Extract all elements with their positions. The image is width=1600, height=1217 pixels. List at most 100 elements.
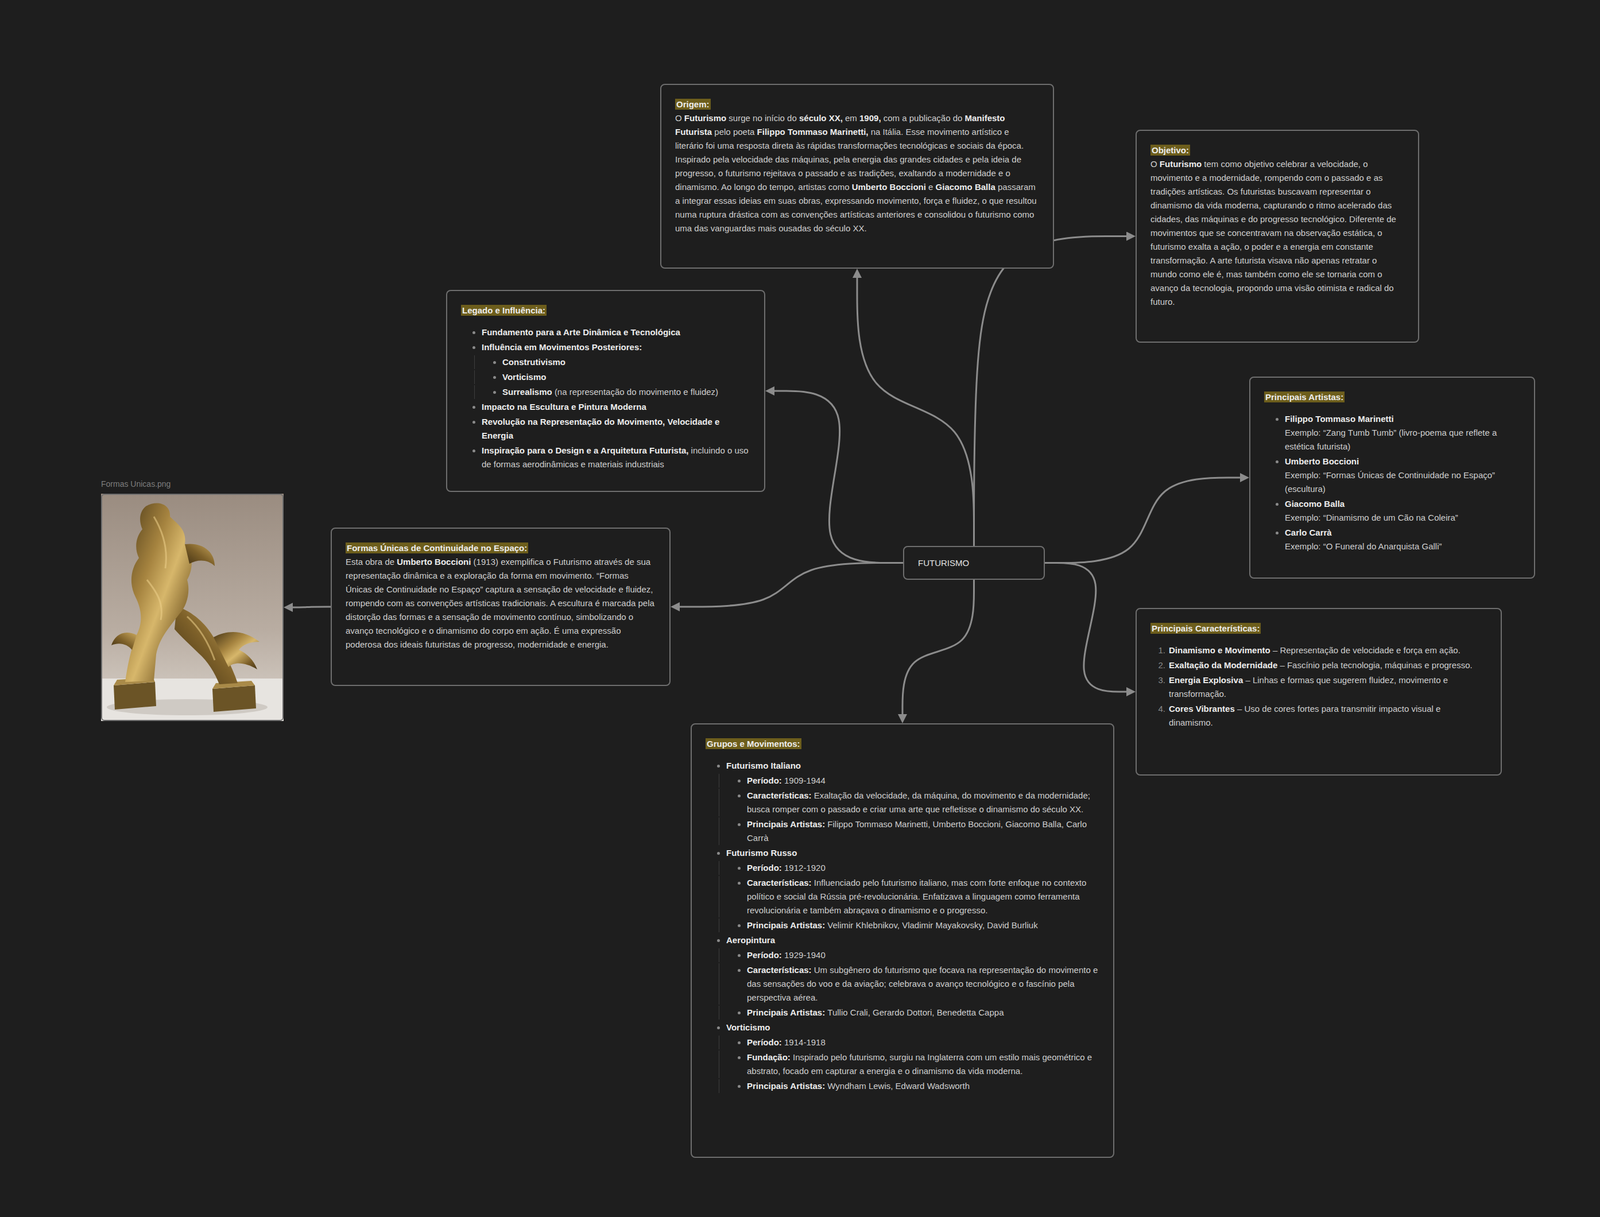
word: de — [1011, 154, 1022, 165]
row-num: 3.Energia Explosiva – Linhas e formas qu… — [1150, 673, 1487, 701]
word: progresso — [1260, 214, 1301, 224]
word: que — [1316, 675, 1334, 685]
word: reflete — [1465, 427, 1493, 438]
word: movimento — [493, 611, 539, 622]
word: Wadsworth — [927, 1081, 970, 1091]
word: 4. — [1157, 703, 1166, 714]
word: Filippo — [827, 819, 855, 829]
word: com — [802, 804, 821, 815]
word: das — [746, 978, 763, 989]
pedestal — [113, 682, 157, 710]
word: Energia — [481, 430, 514, 441]
word: visual — [1411, 703, 1436, 714]
word: Uso — [1244, 703, 1262, 714]
word: artísticas — [465, 598, 502, 608]
word: rápidas — [807, 140, 838, 151]
word: das — [694, 223, 711, 234]
word: pela — [1058, 978, 1075, 989]
word: Artistas: — [789, 1081, 828, 1091]
word: Filippo — [1284, 413, 1316, 424]
word: Khlebnikov, — [855, 920, 903, 931]
row-li: Principais Artistas: Filippo Tommaso Mar… — [705, 817, 1100, 846]
word: Cappa — [978, 1007, 1004, 1018]
word: de — [384, 556, 397, 567]
word: industriais — [625, 459, 665, 470]
connector — [289, 606, 331, 608]
word: época. — [997, 140, 1024, 151]
node-heading: Legado e Influência: — [460, 304, 547, 316]
word: Período: — [746, 1037, 785, 1048]
word: transformação. — [1168, 688, 1227, 699]
row-sub: Exemplo: “Formas Únicas de Continuidade … — [1264, 468, 1521, 497]
word: na — [1284, 227, 1297, 238]
word: moderna, — [1224, 200, 1264, 211]
row-li: Fundação: Inspirado pelo futurismo, surg… — [705, 1050, 1100, 1079]
word: focava — [939, 965, 967, 975]
word: O — [1150, 159, 1160, 169]
word: acelerado — [1337, 200, 1378, 211]
word: Representação — [1279, 645, 1341, 656]
word: passado — [827, 804, 863, 815]
word: tradições — [1150, 186, 1188, 197]
row-li: Fundamento para a Arte Dinâmica e Tecnol… — [460, 325, 751, 340]
word: Inspirado — [792, 1052, 831, 1063]
word: que — [989, 195, 1006, 206]
word: artísticas — [839, 209, 877, 220]
word: publicação — [909, 113, 953, 123]
word: pela — [638, 598, 655, 608]
word: captura — [485, 584, 517, 595]
word: um — [1383, 512, 1398, 523]
row-sub: Exemplo: “Zang Tumb Tumb” (livro-poema q… — [1264, 425, 1521, 454]
word: da — [955, 1066, 968, 1076]
sculpture-flap — [184, 543, 215, 567]
word: Enfatizava — [922, 891, 966, 902]
list-item: Período: 1912-1920 — [746, 862, 826, 873]
word: dos — [384, 639, 401, 650]
word: objetivo — [1244, 159, 1277, 169]
word: e — [776, 891, 785, 902]
word: movimentos — [1150, 227, 1200, 238]
word: é — [594, 598, 603, 608]
word: artistas — [797, 181, 829, 192]
word: e — [439, 570, 448, 581]
list-item: Principais Artistas: Velimir Khlebnikov,… — [746, 920, 1038, 931]
word: 1929-1940 — [784, 950, 826, 960]
word: mas — [951, 877, 971, 888]
word: na — [915, 1052, 928, 1063]
word: do — [872, 965, 885, 975]
word: forte — [988, 877, 1009, 888]
word: Russo — [771, 847, 798, 858]
word: e — [862, 804, 871, 815]
word: Exemplo: — [1284, 541, 1324, 552]
node-title: FUTURISMO — [917, 558, 970, 568]
word: cidades, — [1150, 214, 1185, 224]
connector — [771, 390, 904, 564]
word: O — [675, 113, 685, 123]
word: movimento — [638, 386, 684, 397]
sculpture-highlight — [146, 516, 215, 661]
word: fascínio — [1025, 978, 1059, 989]
word: Formas — [101, 479, 131, 489]
list-item: Fundamento para a Arte Dinâmica e Tecnol… — [481, 327, 681, 337]
row-li: Influência em Movimentos Posteriores: — [460, 340, 751, 355]
word: na — [967, 965, 980, 975]
word: Umberto — [1284, 456, 1323, 467]
word: Influência — [481, 342, 525, 352]
word: e — [1018, 790, 1026, 801]
word: uma — [889, 804, 909, 815]
word: Edward — [895, 1081, 928, 1091]
word: forma — [510, 570, 536, 581]
word: fluidez, — [625, 584, 654, 595]
list-item: Giacomo Balla — [1284, 498, 1345, 509]
word: Vorticismo — [726, 1022, 770, 1033]
word: e — [998, 168, 1006, 178]
word: pela — [713, 154, 732, 165]
row-li: Surrealismo (na representação do movimen… — [460, 385, 751, 399]
word: sensação — [523, 584, 563, 595]
word: progresso. — [1431, 660, 1473, 670]
word: como — [1014, 891, 1038, 902]
word: como — [1221, 159, 1245, 169]
word: avanço — [935, 978, 967, 989]
row-li: Umberto Boccioni — [1264, 454, 1521, 469]
word: Futurista — [675, 126, 715, 137]
